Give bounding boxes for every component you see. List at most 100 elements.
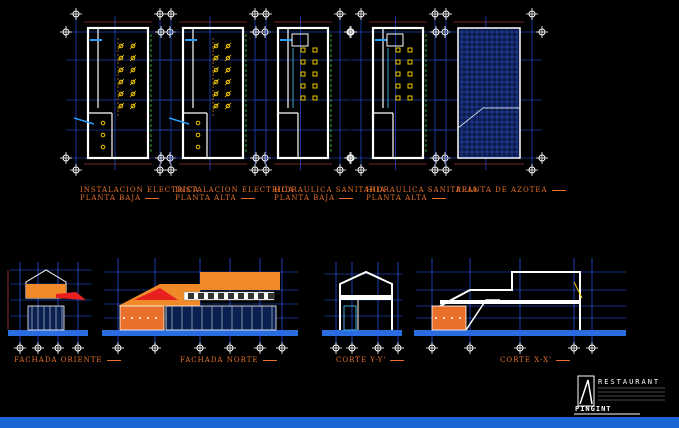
plan-1-label-line-2: PLANTA BAJA xyxy=(80,194,199,202)
fixture-symbol xyxy=(224,66,232,74)
plan-4-label-text-2: PLANTA ALTA xyxy=(366,194,428,202)
elev-2-glazing xyxy=(165,305,277,331)
elev-2-canopy xyxy=(134,288,178,300)
fixture-symbol xyxy=(117,42,125,50)
fixture-symbol xyxy=(130,79,136,85)
plan-1-label-line-1: INSTALACION ELECTRICA xyxy=(80,186,200,194)
scale-underline xyxy=(262,359,277,361)
elev-1-glazing xyxy=(27,305,65,331)
fixture-symbol xyxy=(129,90,137,98)
elev-2-window xyxy=(248,293,254,299)
fixture-symbol xyxy=(312,95,318,101)
fixture-symbol xyxy=(213,79,219,85)
elev-3-roof xyxy=(339,270,393,297)
scale-underline xyxy=(145,197,160,199)
north-arrow xyxy=(168,117,190,125)
bottom-status-bar xyxy=(0,417,679,428)
elev-2-brick-dot xyxy=(123,317,125,319)
elev-1-canopy xyxy=(56,292,86,300)
elev-2-window xyxy=(218,293,224,299)
fixture-symbol xyxy=(118,79,124,85)
fixture-symbol xyxy=(395,83,401,89)
plan-2-label-line-1: INSTALACION ELECTRICA xyxy=(175,186,295,194)
fixture-symbol xyxy=(117,78,125,86)
ground-slab xyxy=(322,330,402,336)
fixture-symbol xyxy=(395,47,401,53)
fixture-symbol xyxy=(212,54,220,62)
scale-underline xyxy=(240,197,255,199)
fixture-symbol xyxy=(130,103,136,109)
elev-1-label: FACHADA ORIENTE xyxy=(14,356,121,364)
fixture-symbol xyxy=(300,71,306,77)
elev-2-brick-dot xyxy=(155,317,157,319)
elev-2-window xyxy=(238,293,244,299)
plan-4-label: HIDRAULICA SANITARIA PLANTA ALTA xyxy=(366,186,478,202)
fixture-symbol xyxy=(224,102,232,110)
fixture-symbol xyxy=(395,95,401,101)
title-block-project: RESTAURANT xyxy=(598,378,661,386)
roof-slab xyxy=(457,27,521,159)
fixture-symbol xyxy=(407,47,413,53)
fixture-symbol xyxy=(300,47,306,53)
fixture-symbol xyxy=(117,54,125,62)
fixture-symbol xyxy=(213,91,219,97)
elev-4-brick-dot xyxy=(451,317,453,319)
elev-2-label: FACHADA NORTE xyxy=(180,356,277,364)
fixture-symbol xyxy=(225,79,231,85)
north-arrow xyxy=(73,117,95,125)
plan-2-label-text-2: PLANTA ALTA xyxy=(175,194,237,202)
plan-3-label-text-2: PLANTA BAJA xyxy=(274,194,336,202)
elev-3-label-text: CORTE Y-Y' xyxy=(336,356,387,364)
fixture-symbol xyxy=(224,90,232,98)
title-block-logo-mark xyxy=(579,379,593,405)
elev-4-brick-dot xyxy=(459,317,461,319)
fixture-symbol xyxy=(118,67,124,73)
fixture-symbol xyxy=(100,132,106,138)
plan-wall xyxy=(371,26,425,160)
fixture-symbol xyxy=(130,55,136,61)
fixture-symbol xyxy=(395,71,401,77)
elev-3-door xyxy=(343,305,357,331)
fixture-symbol xyxy=(300,59,306,65)
fixture-symbol xyxy=(130,43,136,49)
plan-5-label-text: PLANTA DE AZOTEA xyxy=(456,186,548,194)
elev-2-window xyxy=(268,293,274,299)
plan-3-label-line-2: PLANTA BAJA xyxy=(274,194,386,202)
elev-4-brick-dot xyxy=(443,317,445,319)
plan-1-label-text-2: PLANTA BAJA xyxy=(80,194,142,202)
elev-2-window xyxy=(258,293,264,299)
plan-2-label: INSTALACION ELECTRICA PLANTA ALTA xyxy=(175,186,294,202)
fixture-symbol xyxy=(129,66,137,74)
elev-4-stair xyxy=(465,299,500,331)
plan-wall xyxy=(276,26,330,160)
elev-4-label: CORTE X-X' xyxy=(500,356,571,364)
fixture-symbol xyxy=(130,91,136,97)
fixture-symbol xyxy=(312,83,318,89)
fixture-symbol xyxy=(224,54,232,62)
scale-underline xyxy=(556,359,571,361)
scale-underline xyxy=(551,189,566,191)
fixture-symbol xyxy=(312,59,318,65)
fixture-symbol xyxy=(300,95,306,101)
fixture-symbol xyxy=(300,83,306,89)
elev-2-upper-wall xyxy=(200,272,280,290)
fixture-symbol xyxy=(312,47,318,53)
fixture-symbol xyxy=(130,67,136,73)
title-block-logo xyxy=(577,375,595,407)
plan-stair xyxy=(386,33,404,47)
elev-2-window xyxy=(228,293,234,299)
fixture-symbol xyxy=(213,43,219,49)
fixture-symbol xyxy=(118,55,124,61)
fixture-symbol xyxy=(225,91,231,97)
elev-2-brick xyxy=(119,305,165,331)
fixture-symbol xyxy=(225,43,231,49)
fixture-symbol xyxy=(213,67,219,73)
fixture-symbol xyxy=(312,71,318,77)
elev-4-fixture xyxy=(573,281,583,299)
fixture-symbol xyxy=(100,120,106,126)
elev-4-brick-dot xyxy=(435,317,437,319)
fixture-symbol xyxy=(407,59,413,65)
fixture-symbol xyxy=(129,42,137,50)
fixture-symbol xyxy=(129,54,137,62)
roof-ridge xyxy=(457,107,484,129)
